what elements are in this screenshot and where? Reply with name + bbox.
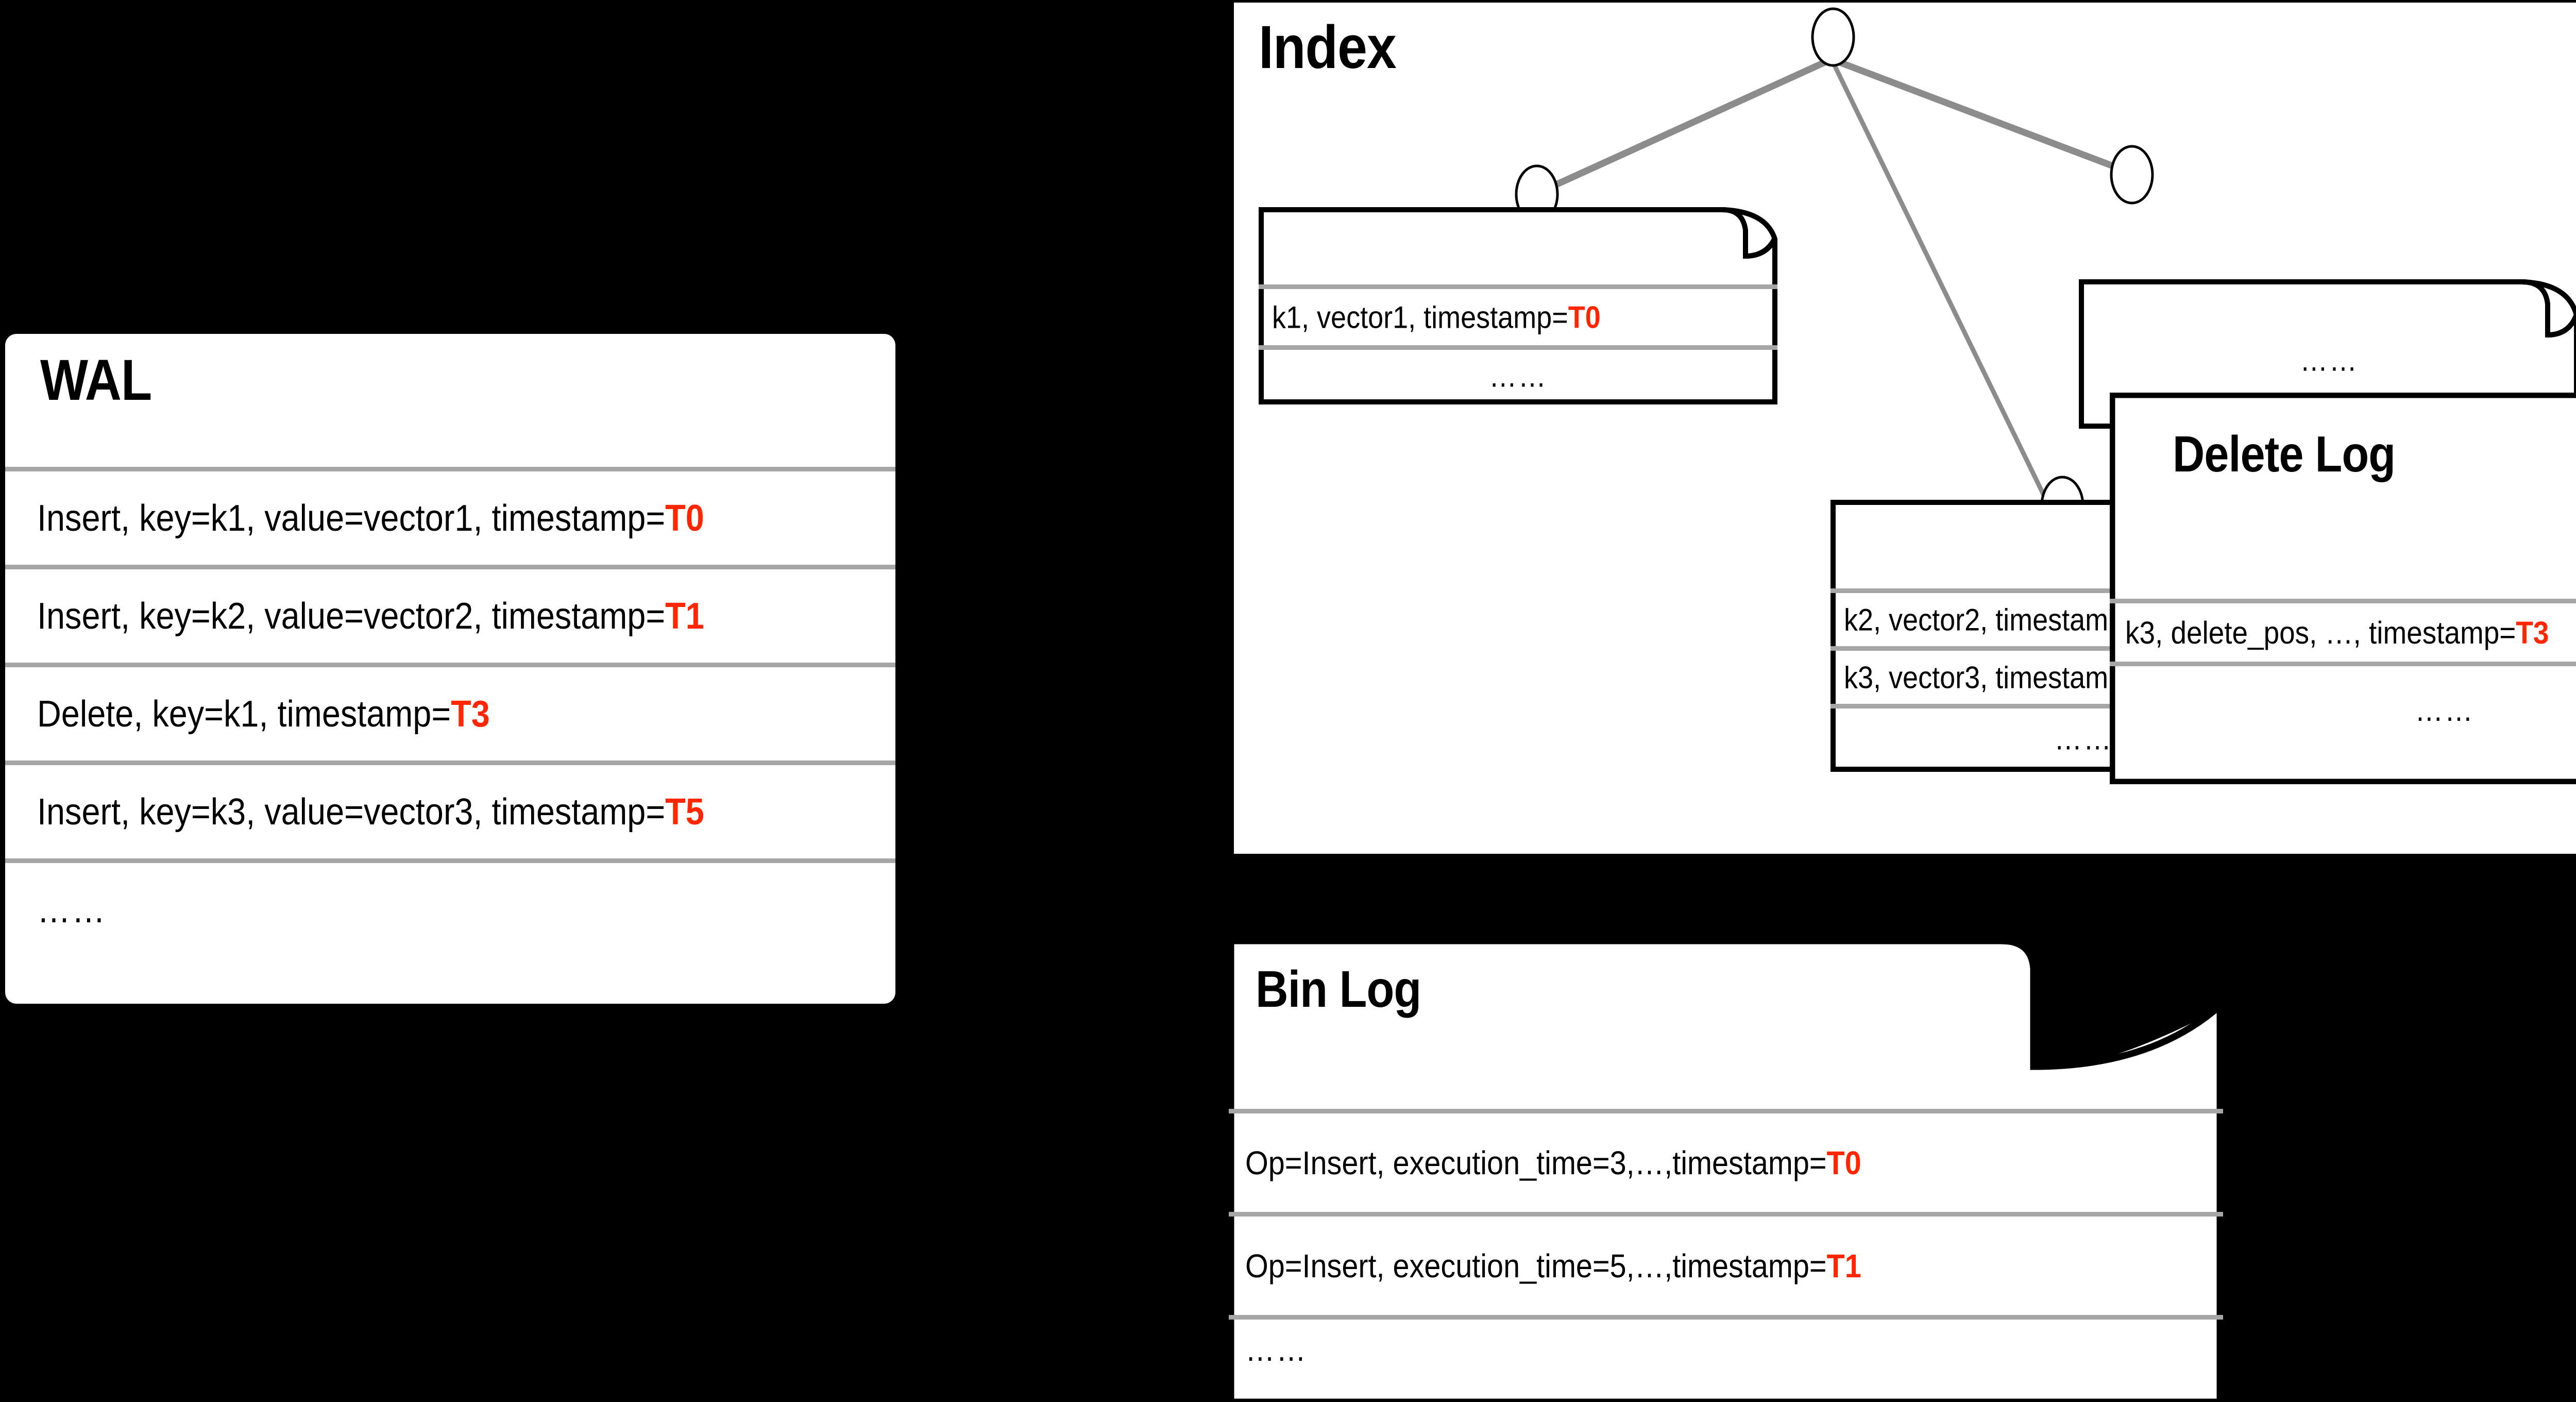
index-title: Index <box>1259 13 1397 81</box>
delete-log-body: Delete Log k3, delete_pos, …, timestamp=… <box>2110 393 2576 784</box>
tree-node-right <box>2110 145 2154 205</box>
bin-log-row-text: Op=Insert, execution_time=5,…,timestamp=… <box>1245 1247 1861 1285</box>
wal-row-ellipsis: …… <box>5 858 895 956</box>
wal-row-list: Insert, key=k1, value=vector1, timestamp… <box>5 467 895 956</box>
delete-log-panel: Delete Log k3, delete_pos, …, timestamp=… <box>2110 393 2576 784</box>
bin-log-panel: Bin Log Op=Insert, execution_time=3,…,ti… <box>1229 939 2223 1402</box>
bin-log-row-timestamp: T0 <box>1826 1144 1861 1181</box>
bin-log-row-ellipsis: …… <box>1229 1315 2223 1402</box>
wal-row: Insert, key=k1, value=vector1, timestamp… <box>5 467 895 565</box>
index-leaf-row-text: …… <box>1488 359 1548 393</box>
tree-edge-root-to-middle <box>1829 58 2065 534</box>
index-leaf-row-text: …… <box>2054 721 2113 756</box>
bin-log-row-text: …… <box>1245 1330 1308 1368</box>
wal-row: Delete, key=k1, timestamp=T3 <box>5 663 895 761</box>
delete-log-row-timestamp: T3 <box>2516 615 2549 650</box>
wal-row: Insert, key=k2, value=vector2, timestamp… <box>5 565 895 663</box>
wal-row-timestamp: T0 <box>665 497 704 539</box>
tree-node-root <box>1811 7 1855 67</box>
wal-row-timestamp: T1 <box>665 595 704 637</box>
index-leaf-row-timestamp: T0 <box>1568 300 1601 334</box>
index-leaf-k1: k1, vector1, timestamp=T0 …… <box>1259 207 1777 404</box>
tree-edge-root-to-right <box>1830 56 2132 176</box>
bin-log-row-text: Op=Insert, execution_time=3,…,timestamp=… <box>1245 1144 1861 1181</box>
wal-row-timestamp: T3 <box>451 693 490 735</box>
delete-log-title: Delete Log <box>2173 426 2396 482</box>
document-sheet-shape <box>1259 207 1777 404</box>
index-leaf-row: k1, vector1, timestamp=T0 <box>1259 284 1777 345</box>
index-leaf-placeholder: …… <box>2079 279 2576 429</box>
bin-log-body: Bin Log Op=Insert, execution_time=3,…,ti… <box>1229 939 2223 1402</box>
index-panel: Index k1, vector1, timestamp=T0 …… <box>1234 3 2576 854</box>
index-leaf-k1-rows: k1, vector1, timestamp=T0 …… <box>1259 207 1777 404</box>
wal-row-text: Insert, key=k3, value=vector3, timestamp… <box>37 791 704 833</box>
document-sheet-shape <box>2110 393 2576 784</box>
wal-row-text: …… <box>37 889 107 931</box>
bin-log-row-timestamp: T1 <box>1826 1247 1861 1285</box>
index-leaf-row-text: …… <box>2299 343 2359 378</box>
wal-row-timestamp: T5 <box>665 791 704 833</box>
wal-title: WAL <box>40 348 152 412</box>
document-sheet-shape <box>1229 939 2223 1402</box>
bin-log-row: Op=Insert, execution_time=3,…,timestamp=… <box>1229 1109 2223 1212</box>
index-leaf-row-text: k1, vector1, timestamp=T0 <box>1272 300 1601 334</box>
delete-log-row-text: …… <box>2415 692 2475 728</box>
index-leaf-row: k2, vector2, timestamp=T1 <box>1831 588 2336 646</box>
index-leaf-placeholder-rows: …… <box>2079 279 2576 429</box>
document-sheet-shape <box>2079 279 2576 429</box>
index-leaf-row-ellipsis: …… <box>1259 345 1777 402</box>
delete-log-row-text: k3, delete_pos, …, timestamp=T3 <box>2125 615 2549 650</box>
wal-row-text: Delete, key=k1, timestamp=T3 <box>37 693 490 735</box>
bin-log-title: Bin Log <box>1256 960 1421 1018</box>
wal-row-text: Insert, key=k2, value=vector2, timestamp… <box>37 595 704 637</box>
index-leaf-row-ellipsis: …… <box>1831 704 2336 769</box>
bin-log-row: Op=Insert, execution_time=5,…,timestamp=… <box>1229 1212 2223 1315</box>
wal-row-text: Insert, key=k1, value=vector1, timestamp… <box>37 497 704 539</box>
delete-log-row-ellipsis: …… <box>2110 662 2576 782</box>
delete-log-row: k3, delete_pos, …, timestamp=T3 <box>2110 599 2576 662</box>
wal-panel: WAL Insert, key=k1, value=vector1, times… <box>5 334 895 1004</box>
tree-edge-root-to-left <box>1538 56 1833 195</box>
wal-row: Insert, key=k3, value=vector3, timestamp… <box>5 761 895 858</box>
